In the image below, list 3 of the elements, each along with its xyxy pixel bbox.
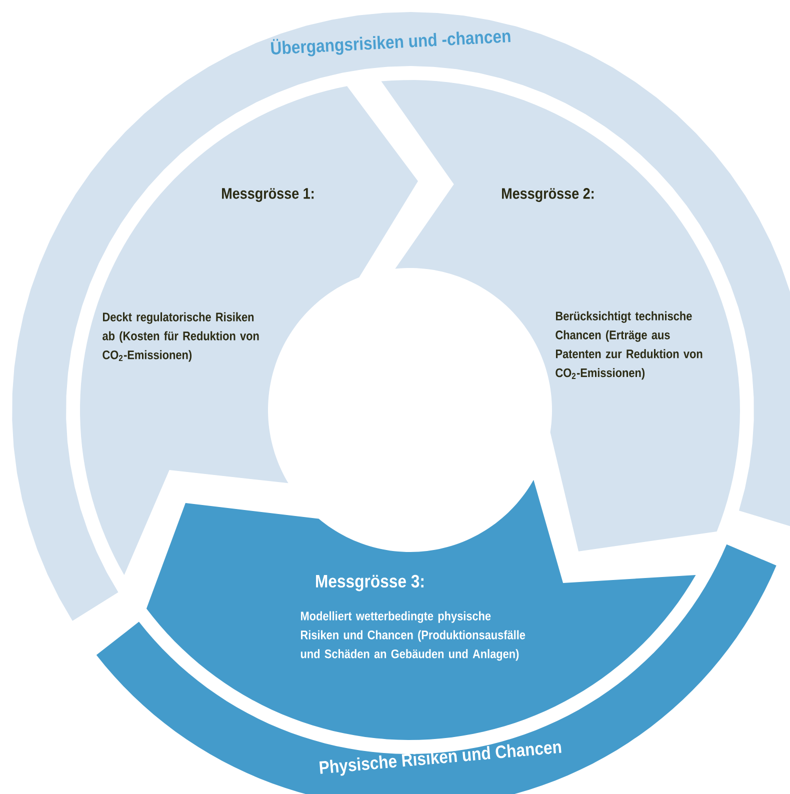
- arrow-segment: Messgrösse 3: Modelliert wetterbedingte physische Risiken und Chancen (Produktionsausfälle und Schäden an Gebäuden und Anlagen): [146, 480, 696, 740]
- arrow-segment: Messgrösse 2: Berücksichtigt technische Chancen (Erträge aus Patenten zur Reduktion von CO$_{2}$-Emissionen): [381, 80, 740, 552]
- arrow-segment: Messgrösse 1: Deckt regulatorische Risiken ab (Kosten für Reduktion von CO$_{2}$-Emissionen): [80, 86, 418, 575]
